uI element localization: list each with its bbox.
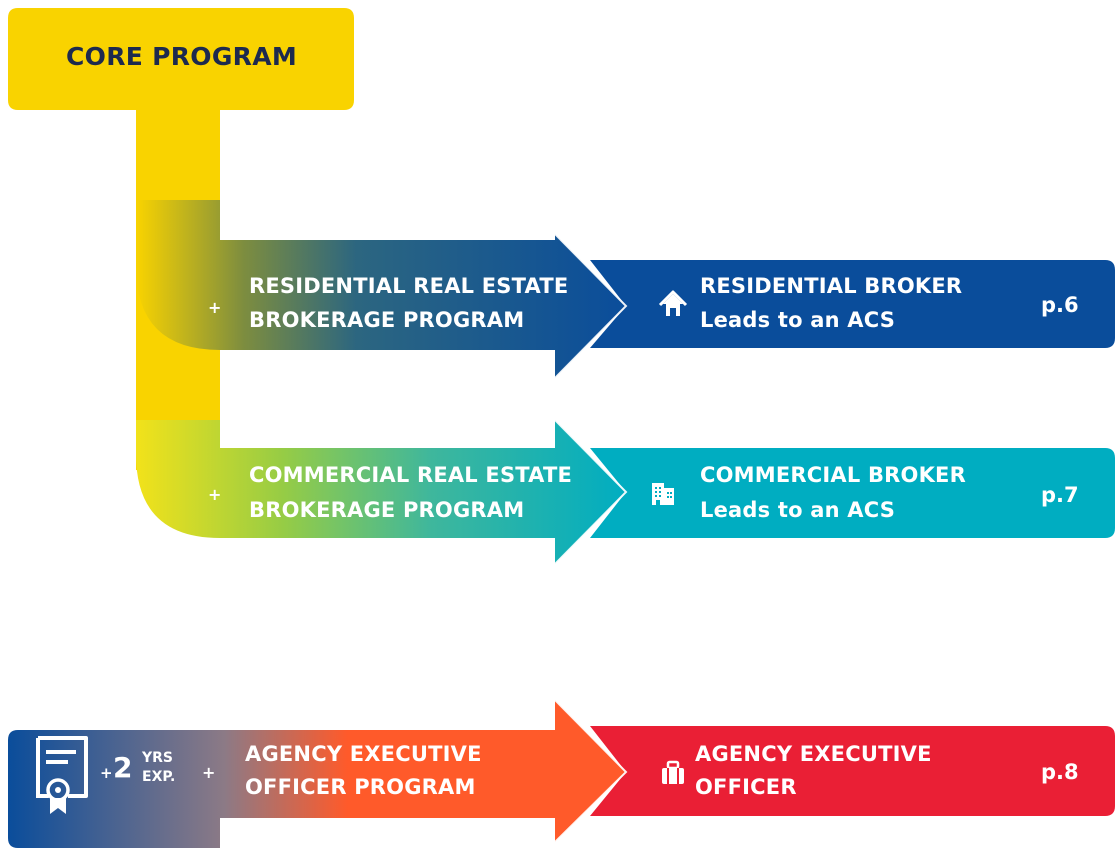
residential-program-line2: BROKERAGE PROGRAM [249, 308, 525, 332]
agency-outcome-subtitle: OFFICER [695, 775, 797, 799]
commercial-program-arrow [136, 420, 626, 564]
house-icon [658, 290, 688, 316]
office-building-icon [652, 483, 674, 505]
commercial-page-ref: p.7 [1041, 483, 1079, 507]
experience-plus-sign: + [100, 764, 113, 782]
experience-years-number: 2 [113, 751, 133, 784]
residential-outcome-title: RESIDENTIAL BROKER [700, 274, 963, 298]
certificate-icon [36, 736, 88, 814]
residential-plus-sign: + [208, 298, 222, 317]
agency-page-ref: p.8 [1041, 760, 1079, 784]
commercial-outcome-subtitle: Leads to an ACS [700, 498, 896, 522]
briefcase-icon [662, 760, 684, 784]
agency-outcome-title: AGENCY EXECUTIVE [695, 742, 932, 766]
commercial-outcome-bar [590, 448, 1115, 538]
experience-yrs-label: YRS [142, 750, 174, 766]
agency-program-line1: AGENCY EXECUTIVE [245, 742, 482, 766]
experience-exp-label: EXP. [142, 769, 176, 785]
agency-program-line2: OFFICER PROGRAM [245, 775, 476, 799]
agency-plus-sign: + [202, 763, 216, 782]
residential-outcome-bar [590, 260, 1115, 348]
residential-program-line1: RESIDENTIAL REAL ESTATE [249, 274, 569, 298]
experience-years-unit: YRS EXP. [142, 749, 175, 787]
commercial-program-line1: COMMERCIAL REAL ESTATE [249, 463, 573, 487]
core-program-title: CORE PROGRAM [66, 42, 298, 71]
agency-outcome-bar [590, 726, 1115, 816]
residential-program-arrow [136, 200, 626, 378]
commercial-plus-sign: + [208, 485, 222, 504]
commercial-outcome-title: COMMERCIAL BROKER [700, 463, 966, 487]
commercial-program-line2: BROKERAGE PROGRAM [249, 498, 525, 522]
residential-page-ref: p.6 [1041, 293, 1079, 317]
agency-program-arrow [8, 700, 626, 848]
residential-outcome-subtitle: Leads to an ACS [700, 308, 896, 332]
